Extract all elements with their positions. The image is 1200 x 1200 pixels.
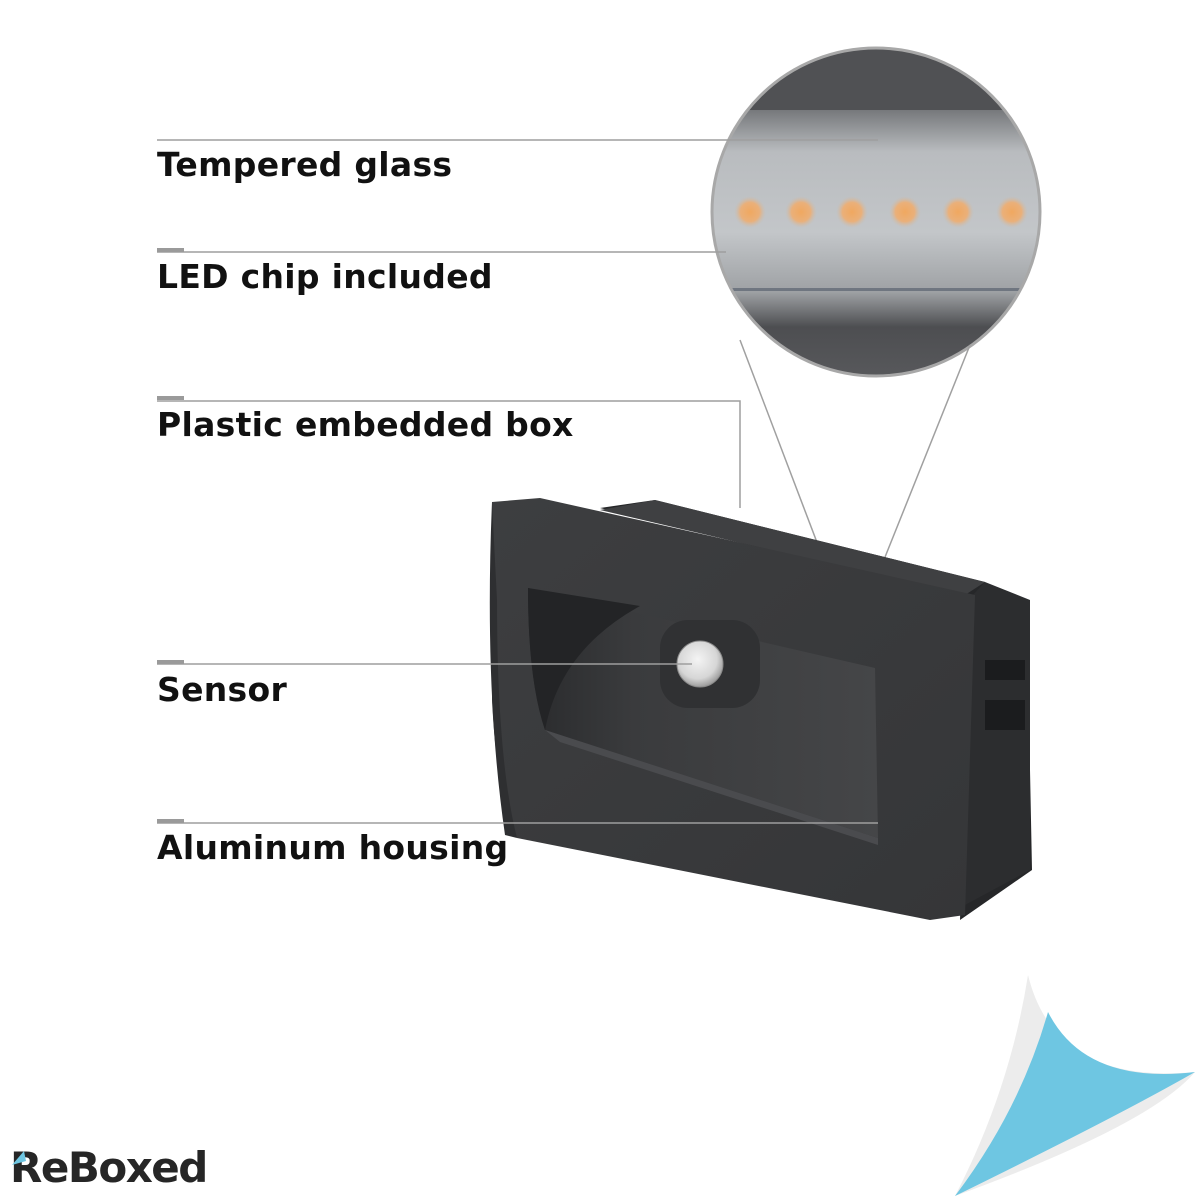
callout-tick bbox=[157, 819, 184, 823]
callout-tempered-glass: Tempered glass bbox=[157, 145, 453, 184]
brand-logo-text: ReBoxed bbox=[10, 1143, 208, 1192]
logo-curl-icon bbox=[12, 1151, 26, 1165]
callout-plastic-box: Plastic embedded box bbox=[157, 405, 574, 444]
zoom-inset bbox=[712, 48, 1040, 376]
callout-lines bbox=[157, 139, 878, 824]
page-curl-icon bbox=[955, 975, 1195, 1196]
callout-tick bbox=[157, 660, 184, 664]
callout-sensor: Sensor bbox=[157, 670, 288, 709]
brand-logo: ReBoxed bbox=[10, 1143, 208, 1192]
callout-led-chip: LED chip included bbox=[157, 257, 493, 296]
callout-tick bbox=[157, 248, 184, 252]
product-light bbox=[489, 498, 1032, 920]
callout-aluminum-housing: Aluminum housing bbox=[157, 828, 509, 867]
led-chips bbox=[734, 196, 1028, 228]
callout-tick bbox=[157, 396, 184, 400]
